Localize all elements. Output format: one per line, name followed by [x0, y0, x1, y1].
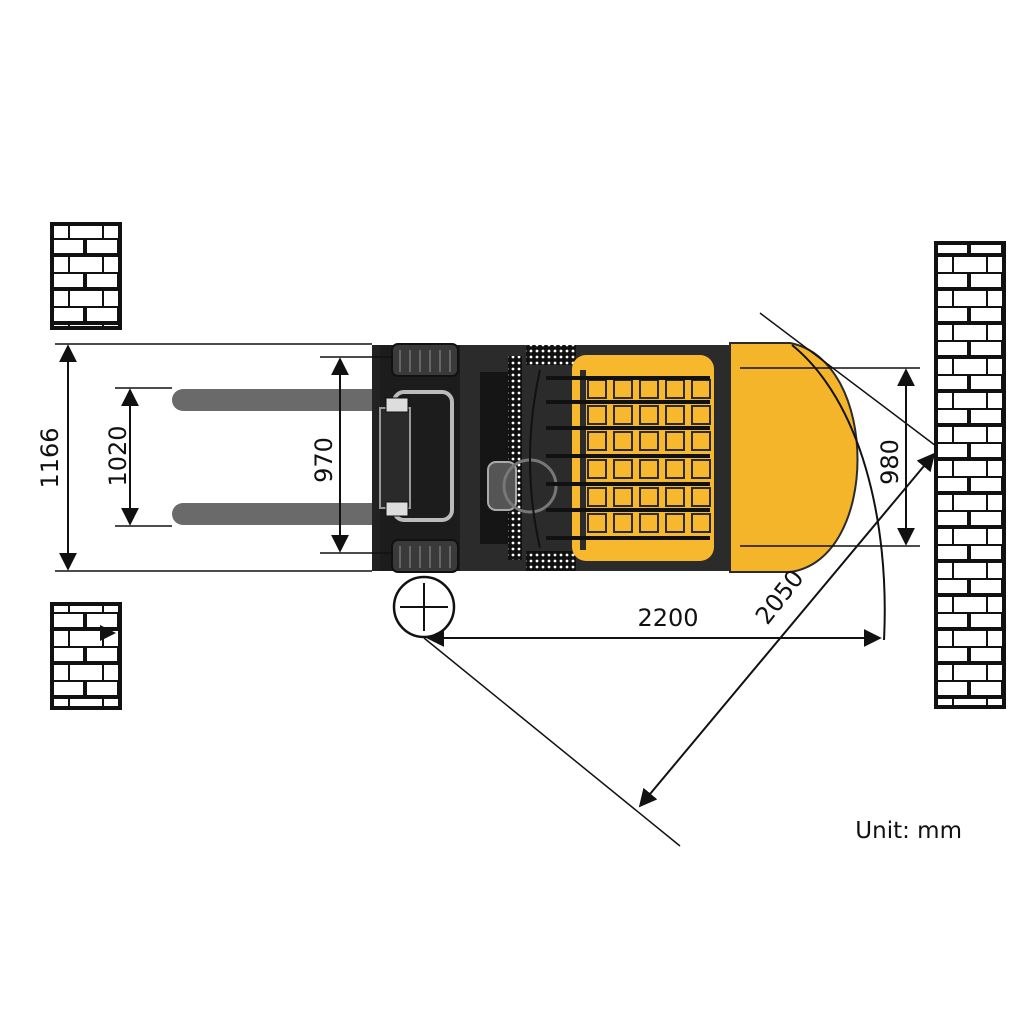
grille-cell: [665, 379, 685, 399]
left-top-wall: [50, 222, 122, 330]
grille-cell: [691, 487, 711, 507]
grille-cell: [639, 431, 659, 451]
brick-wall-icon: [934, 241, 1006, 709]
mast-plate: [372, 345, 380, 571]
engine-grille: [580, 370, 586, 550]
turning-arc: [791, 344, 886, 641]
brick-wall-icon: [50, 222, 122, 330]
fork-lower: [172, 503, 384, 525]
counterweight: [729, 342, 859, 573]
forklift-body: [372, 342, 859, 573]
grille-cell: [691, 431, 711, 451]
grille-cell: [613, 513, 633, 533]
grille-cell: [665, 459, 685, 479]
grille-cell: [691, 459, 711, 479]
grille-cell: [691, 405, 711, 425]
grille-cell: [665, 405, 685, 425]
front-tire-top: [391, 343, 459, 377]
dim-label-980: 980: [876, 439, 904, 485]
grille-cell: [665, 513, 685, 533]
grille-cell: [639, 513, 659, 533]
grille-cell: [691, 379, 711, 399]
grille-cell: [587, 431, 607, 451]
fork-upper: [172, 389, 384, 411]
grille-cell: [587, 459, 607, 479]
grille-cell: [587, 513, 607, 533]
left-bottom-wall: [50, 602, 122, 710]
grille-cell: [587, 405, 607, 425]
grille-cell: [639, 459, 659, 479]
overhead-guard: [546, 376, 710, 540]
unit-label: Unit: mm: [855, 818, 962, 844]
seat: [487, 461, 517, 511]
grille-cell: [613, 379, 633, 399]
grille-cell: [587, 487, 607, 507]
dimension-lines: [59, 344, 936, 808]
front-tire-bottom: [391, 539, 459, 573]
grille-cell: [613, 405, 633, 425]
grille-cell: [639, 379, 659, 399]
grille-cell: [613, 487, 633, 507]
dim-label-970: 970: [310, 437, 338, 483]
forks: [172, 389, 384, 525]
grille-cell: [613, 431, 633, 451]
grille-cell: [587, 379, 607, 399]
grille-cell: [613, 459, 633, 479]
dim-label-1020: 1020: [104, 425, 132, 486]
grille-cell: [665, 431, 685, 451]
dim-label-2050: 2050: [750, 564, 810, 629]
grille-cell: [691, 513, 711, 533]
right-wall: [934, 241, 1006, 709]
crosshair-circle-icon: [392, 575, 456, 639]
brick-wall-icon: [50, 602, 122, 710]
grille-cell: [665, 487, 685, 507]
dim-label-2200: 2200: [637, 604, 698, 632]
grille-cell: [639, 405, 659, 425]
dim-label-1166: 1166: [36, 427, 64, 488]
grille-cell: [639, 487, 659, 507]
